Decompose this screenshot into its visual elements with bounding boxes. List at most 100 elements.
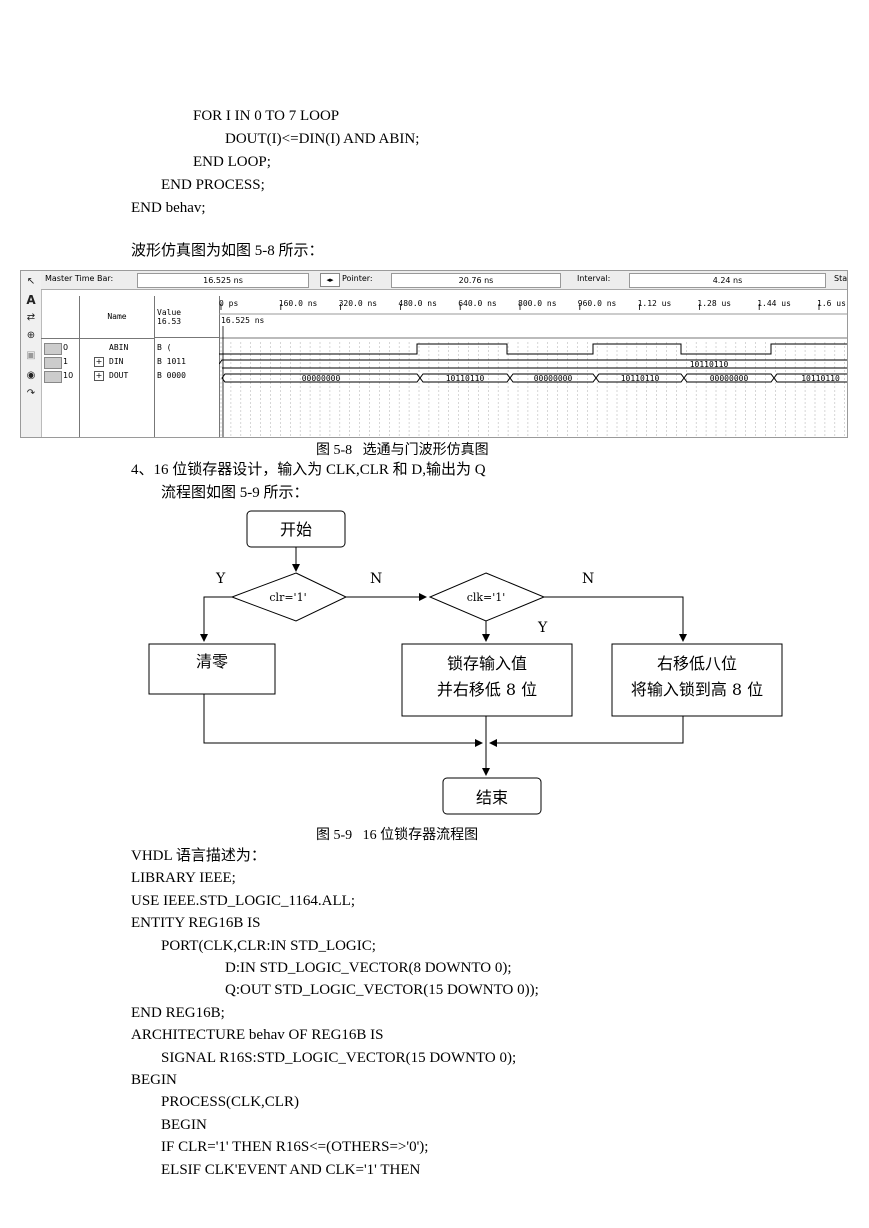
time-tick-label: 1.12 us xyxy=(638,299,672,308)
replace-icon[interactable]: ↷ xyxy=(26,388,36,399)
time-tick-label: 1.6 us xyxy=(817,299,846,308)
signal-type-icon xyxy=(44,371,62,383)
expand-icon[interactable]: + xyxy=(94,357,104,367)
flowchart: 开始 clr='1' clk='1' Y N Y N 清零 锁存输入值 并右移低… xyxy=(148,510,783,815)
code-line: PORT(CLK,CLR:IN STD_LOGIC; xyxy=(161,937,376,954)
time-bar: Master Time Bar: 16.525 ns ◂▸ Pointer: 2… xyxy=(41,271,847,290)
pointer-label: Pointer: xyxy=(342,274,373,283)
dout-value-label: 00000000 xyxy=(710,374,749,383)
code-line: END REG16B; xyxy=(131,1004,225,1021)
code-line: VHDL 语言描述为： xyxy=(131,848,266,864)
cond-clr-label: clr='1' xyxy=(269,591,306,604)
clear-label: 清零 xyxy=(196,652,228,671)
time-tick-label: 640.0 ns xyxy=(458,299,497,308)
no-label-2: N xyxy=(582,571,594,587)
code-line: BEGIN xyxy=(131,1072,177,1088)
pointer-value[interactable]: 20.76 ns xyxy=(391,273,561,288)
simulator-toolbar: ↖ A ⇄ ⊕ ▣ ◉ ↷ xyxy=(21,271,42,437)
cond-clk-label: clk='1' xyxy=(467,591,506,604)
interval-label: Interval: xyxy=(577,274,611,283)
dout-value-label: 10110110 xyxy=(621,374,660,383)
time-tick-label: 480.0 ns xyxy=(398,299,437,308)
figure-5-8-caption: 图 5-8 选通与门波形仿真图 xyxy=(316,443,489,458)
signal-name: ABIN xyxy=(109,343,129,352)
latch-label-line1: 锁存输入值 xyxy=(447,654,527,673)
value-column-header: Value 16.53 xyxy=(155,296,219,338)
din-value-label: 10110110 xyxy=(690,360,729,369)
start-label: 开始 xyxy=(280,520,312,539)
code-line: ENTITY REG16B IS xyxy=(131,915,261,932)
clr-decision xyxy=(230,572,348,622)
dout-value-label: 00000000 xyxy=(534,374,573,383)
fullscreen-icon[interactable]: ▣ xyxy=(26,350,36,361)
signal-index: 10 xyxy=(63,371,74,380)
dout-value-label: 10110110 xyxy=(801,374,840,383)
signal-name: DIN xyxy=(109,357,124,366)
signal-value: B 0000 xyxy=(157,371,186,380)
signal-value: B 1011 xyxy=(157,357,186,366)
index-column-header xyxy=(41,296,80,339)
code-line: ARCHITECTURE behav OF REG16B IS xyxy=(131,1027,384,1044)
signal-name: DOUT xyxy=(109,371,129,380)
waveform-intro-text: 波形仿真图为如图 5-8 所示： xyxy=(131,243,324,259)
flowchart-intro-text: 流程图如图 5-9 所示： xyxy=(161,485,309,501)
code-line: LIBRARY IEEE; xyxy=(131,870,236,887)
code-line: BEGIN xyxy=(161,1116,207,1133)
interval-value[interactable]: 4.24 ns xyxy=(629,273,826,288)
latch-box xyxy=(401,643,573,717)
code-line: PROCESS(CLK,CLR) xyxy=(161,1094,299,1111)
master-time-bar-label: Master Time Bar: xyxy=(45,274,114,283)
text-tool-icon[interactable]: A xyxy=(26,293,36,307)
time-tick-label: 960.0 ns xyxy=(578,299,617,308)
code-line: FOR I IN 0 TO 7 LOOP xyxy=(193,108,340,124)
signal-row[interactable]: 0 ABIN B ( xyxy=(41,342,219,356)
time-arrows-icon[interactable]: ◂▸ xyxy=(320,273,340,287)
din-bus xyxy=(219,359,847,369)
code-line: SIGNAL R16S:STD_LOGIC_VECTOR(15 DOWNTO 0… xyxy=(161,1049,517,1066)
code-line: IF CLR='1' THEN R16S<=(OTHERS=>'0'); xyxy=(161,1139,429,1156)
code-line: ELSIF CLK'EVENT AND CLK='1' THEN xyxy=(161,1161,421,1178)
code-line: USE IEEE.STD_LOGIC_1164.ALL; xyxy=(131,892,356,909)
end-label: 结束 xyxy=(476,788,508,807)
dout-bus-segment xyxy=(773,373,847,383)
shift-box xyxy=(611,643,783,717)
time-tick-label: 1.44 us xyxy=(757,299,791,308)
signal-row[interactable]: 10 + DOUT B 0000 xyxy=(41,370,219,384)
time-tick-label: 320.0 ns xyxy=(339,299,378,308)
master-time-value[interactable]: 16.525 ns xyxy=(137,273,309,288)
latch-label-line2: 并右移低 8 位 xyxy=(437,680,537,699)
name-column-header: Name xyxy=(80,296,155,339)
time-tick-label: 1.28 us xyxy=(697,299,731,308)
pointer-tool-icon[interactable]: ↖ xyxy=(26,276,36,287)
code-line: DOUT(I)<=DIN(I) AND ABIN; xyxy=(225,131,420,147)
code-line: Q:OUT STD_LOGIC_VECTOR(15 DOWNTO 0)); xyxy=(225,982,539,999)
no-label-1: N xyxy=(370,571,382,587)
expand-icon[interactable]: + xyxy=(94,371,104,381)
waveform-simulator-screenshot: ↖ A ⇄ ⊕ ▣ ◉ ↷ Master Time Bar: 16.525 ns… xyxy=(20,270,848,438)
dout-value-label: 00000000 xyxy=(302,374,341,383)
start-label: Start: xyxy=(834,274,848,283)
dout-value-label: 10110110 xyxy=(446,374,485,383)
signal-type-icon xyxy=(44,343,62,355)
section-heading: 4、16 位锁存器设计，输入为 CLK,CLR 和 D,输出为 Q xyxy=(131,462,486,478)
yes-label-2: Y xyxy=(537,620,548,636)
find-icon[interactable]: ◉ xyxy=(26,370,36,381)
code-line: END behav; xyxy=(131,200,206,216)
signal-type-icon xyxy=(44,357,62,369)
zoom-icon[interactable]: ⊕ xyxy=(26,330,36,341)
figure-5-9-caption: 图 5-9 16 位锁存器流程图 xyxy=(316,828,479,843)
shift-label-line1: 右移低八位 xyxy=(657,654,737,673)
clear-box xyxy=(148,643,276,695)
time-tick-label: 160.0 ns xyxy=(279,299,318,308)
code-line: D:IN STD_LOGIC_VECTOR(8 DOWNTO 0); xyxy=(225,960,512,976)
time-tick-label: 800.0 ns xyxy=(518,299,557,308)
waveform-edit-icon[interactable]: ⇄ xyxy=(26,312,36,323)
code-line: END LOOP; xyxy=(193,154,271,170)
signal-index: 0 xyxy=(63,343,69,352)
cursor-time-label: 16.525 ns xyxy=(221,316,265,325)
signal-value: B ( xyxy=(157,343,172,352)
